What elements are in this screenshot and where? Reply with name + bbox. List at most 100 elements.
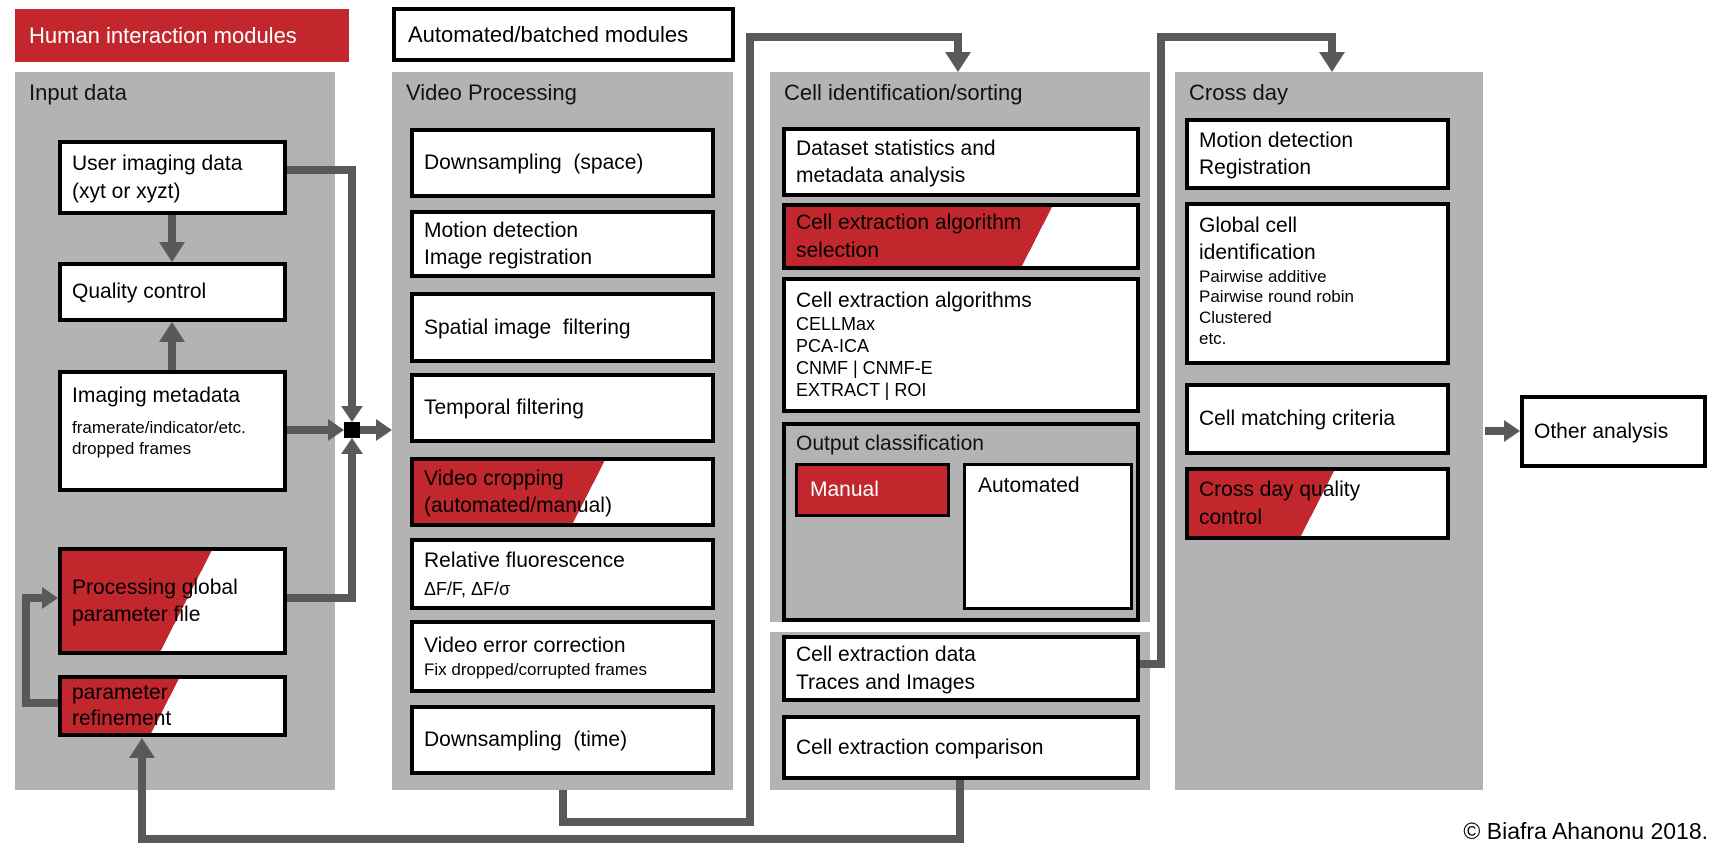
connector-params-to-node <box>287 594 356 602</box>
arrowhead-into-parameter-refinement <box>129 738 155 758</box>
algorithm-extract-roi: EXTRACT | ROI <box>796 380 927 401</box>
video-error-title: Video error correction <box>424 634 626 658</box>
connector-comparison-down <box>956 780 964 843</box>
arrowhead-into-quality-control <box>159 242 185 262</box>
global-cell-line1: Global cell <box>1199 214 1298 237</box>
processing-global-line2: parameter file <box>72 603 201 626</box>
panel-title-video-processing: Video Processing <box>406 80 577 105</box>
output-classification-title: Output classification <box>796 432 984 455</box>
panel-title-cell-identification: Cell identification/sorting <box>784 80 1023 105</box>
motion-detection-line2: Image registration <box>424 246 593 269</box>
connector-cells-to-crossday-top <box>1157 33 1336 41</box>
arrowhead-into-video-panel <box>376 419 392 441</box>
connector-user-to-qc <box>168 215 176 244</box>
arrowhead-up-into-quality-control <box>159 322 185 342</box>
global-cell-sub4: etc. <box>1199 328 1227 348</box>
connector-feedback-up <box>138 758 146 843</box>
user-imaging-line2: (xyt or xyzt) <box>72 179 181 203</box>
downsampling-time-label: Downsampling (time) <box>424 728 628 752</box>
merge-node <box>344 422 360 438</box>
parameter-refinement-line1: parameter <box>72 680 168 704</box>
box-temporal-filtering: Temporal filtering <box>410 373 715 443</box>
connector-video-out-horizontal <box>559 818 754 826</box>
box-spatial-image-filtering: Spatial image filtering <box>410 292 715 363</box>
connector-crossday-to-other <box>1485 427 1504 435</box>
crossday-qc-line1: Cross day quality <box>1199 478 1361 502</box>
extraction-comparison-label: Cell extraction comparison <box>796 735 1044 759</box>
video-cropping-line1: Video cropping <box>424 466 564 490</box>
connector-video-to-cells-drop <box>954 41 962 52</box>
box-cell-matching-criteria: Cell matching criteria <box>1185 383 1450 455</box>
box-user-imaging-data: User imaging data (xyt or xyzt) <box>58 140 287 215</box>
box-imaging-metadata: Imaging metadata framerate/indicator/etc… <box>58 370 287 492</box>
box-other-analysis: Other analysis <box>1520 395 1707 468</box>
box-video-cropping: Video cropping (automated/manual) <box>410 457 715 527</box>
legend-human-label: Human interaction modules <box>29 22 297 48</box>
legend-human-interaction: Human interaction modules <box>15 9 349 62</box>
downsampling-space-label: Downsampling (space) <box>424 151 644 175</box>
arrowhead-into-node-bottom <box>341 438 363 454</box>
imaging-metadata-sub2: dropped frames <box>72 439 192 459</box>
connector-cells-to-crossday-riser <box>1157 33 1165 668</box>
temporal-filtering-label: Temporal filtering <box>424 396 584 420</box>
box-global-cell-identification: Global cell identification Pairwise addi… <box>1185 202 1450 365</box>
connector-video-out-vertical <box>559 790 567 826</box>
algorithm-pca-ica: PCA-ICA <box>796 336 870 357</box>
algorithm-selection-line2: selection <box>796 238 879 262</box>
arrowhead-into-other-analysis <box>1504 420 1520 442</box>
arrowhead-into-cell-identification <box>945 52 971 72</box>
algorithm-cellmax: CELLMax <box>796 314 876 335</box>
connector-refinement-out <box>22 699 58 707</box>
matching-criteria-label: Cell matching criteria <box>1199 407 1396 431</box>
legend-automated-batched: Automated/batched modules <box>392 7 735 62</box>
box-cell-extraction-algorithm-selection: Cell extraction algorithm selection <box>782 203 1140 270</box>
algorithm-selection-line1: Cell extraction algorithm <box>796 211 1022 235</box>
box-parameter-refinement: parameter refinement <box>58 675 287 737</box>
panel-title-input-data: Input data <box>29 80 127 105</box>
box-quality-control: Quality control <box>58 262 287 322</box>
box-video-error-correction: Video error correction Fix dropped/corru… <box>410 620 715 693</box>
manual-label: Manual <box>810 478 879 501</box>
connector-cells-to-crossday-drop <box>1328 41 1336 52</box>
box-cell-extraction-algorithms: Cell extraction algorithms CELLMax PCA-I… <box>782 277 1140 413</box>
box-downsampling-space: Downsampling (space) <box>410 128 715 198</box>
dataset-statistics-line1: Dataset statistics and <box>796 136 996 160</box>
other-analysis-label: Other analysis <box>1534 419 1669 443</box>
arrowhead-into-node-top <box>341 406 363 422</box>
global-cell-sub1: Pairwise additive <box>1199 266 1327 286</box>
processing-global-line1: Processing global <box>72 575 238 599</box>
connector-params-to-node-vertical <box>348 454 356 602</box>
connector-video-to-cells-top <box>746 33 962 41</box>
connector-user-imaging-to-node-vertical <box>348 166 356 406</box>
global-cell-sub3: Clustered <box>1199 308 1272 328</box>
quality-control-label: Quality control <box>72 280 207 304</box>
box-motion-detection-registration: Motion detection Image registration <box>410 210 715 278</box>
connector-refinement-loop-vertical <box>22 594 30 707</box>
connector-loop-to-params <box>30 594 44 602</box>
crossday-motion-line1: Motion detection <box>1199 128 1354 152</box>
connector-celldata-out <box>1140 660 1165 668</box>
box-cross-day-quality-control: Cross day quality control <box>1185 467 1450 540</box>
relative-fluorescence-title: Relative fluorescence <box>424 549 625 573</box>
extraction-data-line1: Cell extraction data <box>796 643 976 667</box>
video-cropping-line2: (automated/manual) <box>424 494 612 517</box>
arrowhead-into-node-left <box>328 419 344 441</box>
automated-label: Automated <box>978 474 1080 497</box>
box-dataset-statistics: Dataset statistics and metadata analysis <box>782 127 1140 197</box>
box-manual-classification: Manual <box>795 463 950 517</box>
box-crossday-motion-registration: Motion detection Registration <box>1185 118 1450 190</box>
imaging-metadata-sub1: framerate/indicator/etc. <box>72 418 246 438</box>
panel-title-cross-day: Cross day <box>1189 80 1289 105</box>
parameter-refinement-line2: refinement <box>72 707 172 730</box>
dataset-statistics-line2: metadata analysis <box>796 164 966 187</box>
connector-video-to-cells-riser <box>746 33 754 826</box>
arrowhead-into-cross-day <box>1319 52 1345 72</box>
box-downsampling-time: Downsampling (time) <box>410 705 715 775</box>
algorithms-title: Cell extraction algorithms <box>796 289 1032 312</box>
connector-user-imaging-to-node <box>287 166 352 174</box>
global-cell-line2: identification <box>1199 241 1316 265</box>
connector-metadata-to-node <box>287 426 328 434</box>
global-cell-sub2: Pairwise round robin <box>1199 287 1354 307</box>
user-imaging-line1: User imaging data <box>72 152 243 176</box>
connector-metadata-to-qc <box>168 341 176 370</box>
